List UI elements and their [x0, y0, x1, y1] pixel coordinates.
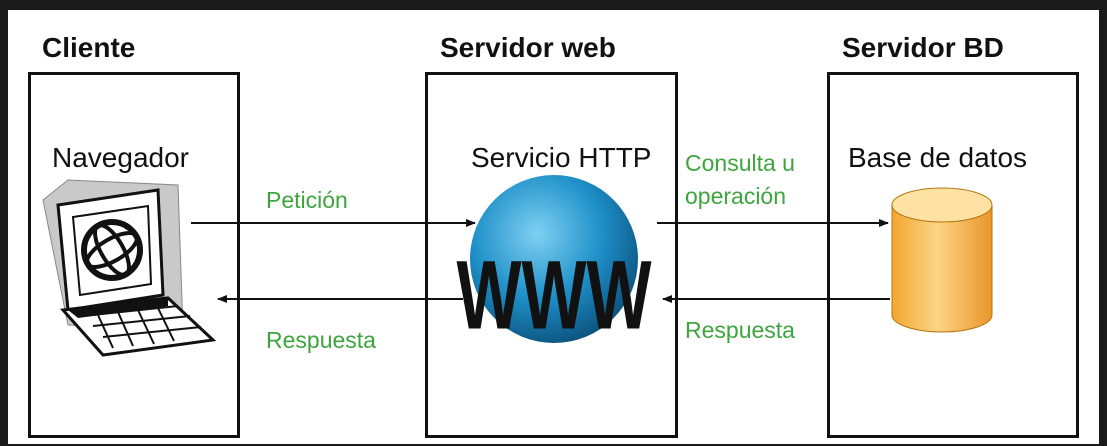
response-db-label: Respuesta: [685, 317, 795, 343]
db-server-title: Servidor BD: [842, 32, 1004, 63]
query-label-line1: Consulta u: [685, 150, 795, 176]
www-text: WWW: [457, 240, 653, 349]
database-cylinder-icon: [891, 187, 993, 333]
browser-label: Navegador: [52, 142, 189, 173]
diagram-graphics: WWW: [42, 175, 993, 357]
query-label-line2: operación: [685, 183, 787, 209]
response-client-label: Respuesta: [266, 327, 376, 353]
www-globe-icon: WWW: [457, 175, 653, 350]
diagram-frame: Cliente Servidor web Servidor BD: [8, 10, 1099, 444]
request-label: Petición: [266, 187, 348, 213]
computer-icon: [42, 179, 217, 357]
http-service-label: Servicio HTTP: [471, 142, 652, 173]
client-title: Cliente: [42, 32, 136, 63]
database-label: Base de datos: [848, 142, 1028, 173]
web-server-title: Servidor web: [440, 32, 616, 63]
